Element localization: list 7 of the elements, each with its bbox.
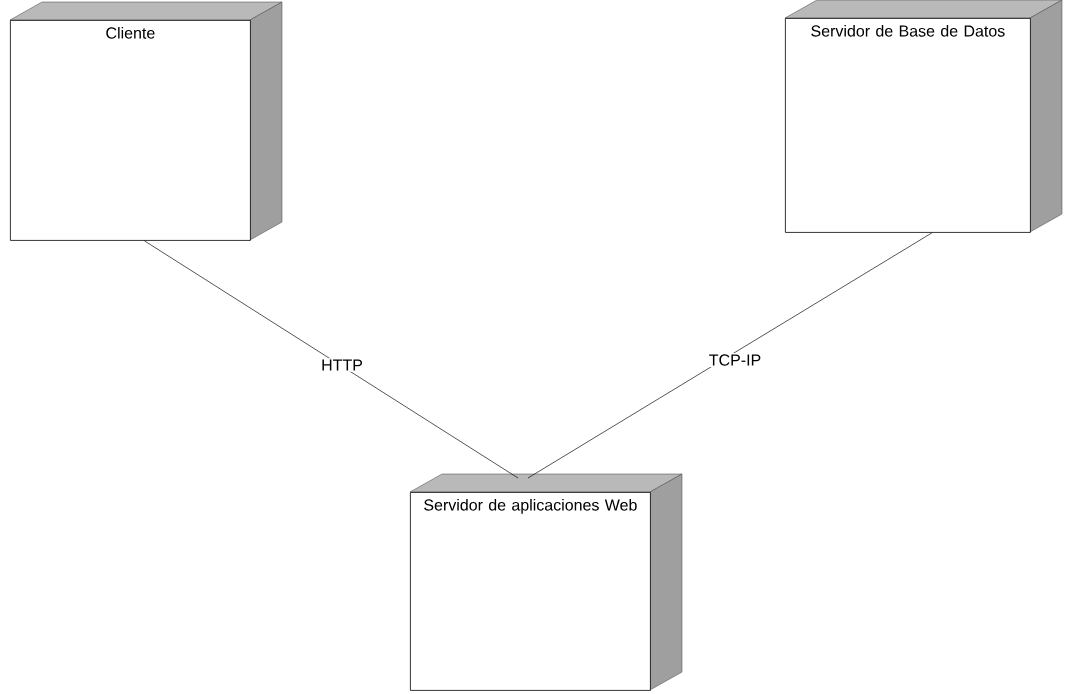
edge-label: HTTP: [322, 359, 363, 371]
node-box: Servidor de aplicaciones Web: [409, 473, 683, 691]
edge-label: TCP-IP: [709, 354, 761, 366]
node-box: Cliente: [9, 1, 283, 241]
connector-line: [527, 232, 933, 479]
connector-line: [144, 240, 519, 479]
node-box: Servidor de Base de Datos: [784, 0, 1063, 233]
